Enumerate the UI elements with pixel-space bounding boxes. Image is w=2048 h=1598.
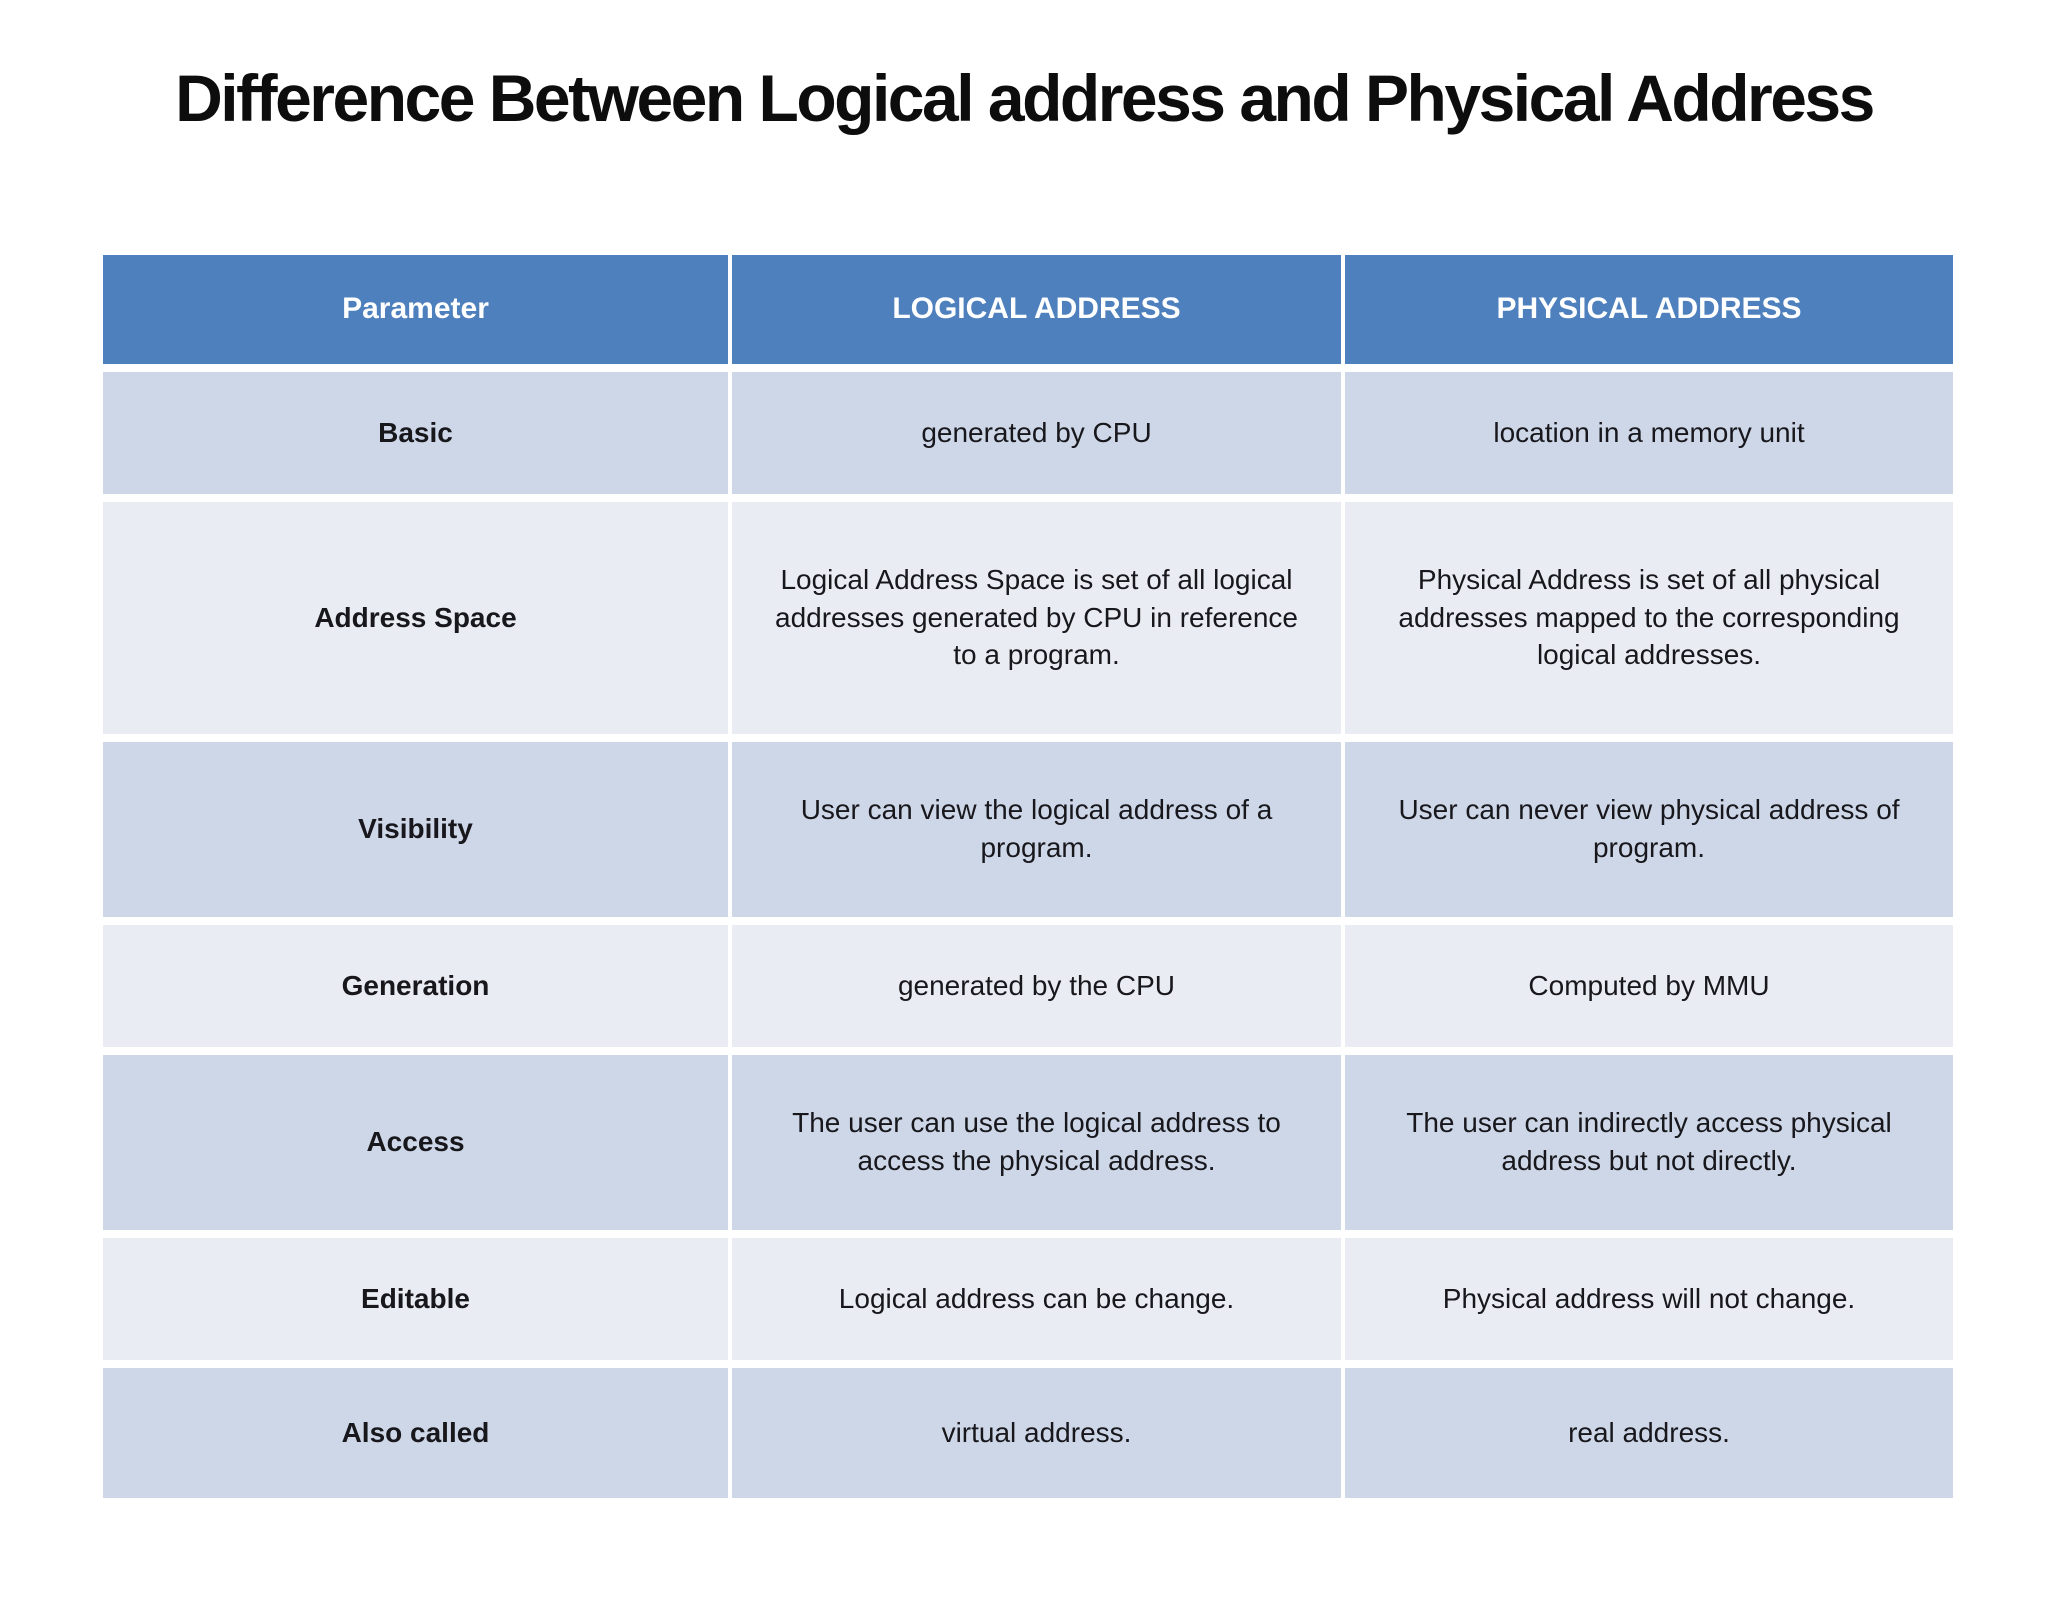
cell-param: Editable xyxy=(103,1237,728,1360)
cell-param: Basic xyxy=(103,371,728,494)
header-cell-physical-address: PHYSICAL ADDRESS xyxy=(1345,254,1953,364)
header-cell-parameter: Parameter xyxy=(103,254,728,364)
cell-param: Also called xyxy=(103,1367,728,1498)
cell-physical: real address. xyxy=(1345,1367,1953,1498)
cell-physical: User can never view physical address of … xyxy=(1345,741,1953,917)
cell-param: Generation xyxy=(103,924,728,1047)
cell-logical: User can view the logical address of a p… xyxy=(732,741,1341,917)
cell-physical: Computed by MMU xyxy=(1345,924,1953,1047)
table-header: Parameter LOGICAL ADDRESS PHYSICAL ADDRE… xyxy=(103,254,1953,364)
cell-param: Address Space xyxy=(103,501,728,734)
cell-logical: The user can use the logical address to … xyxy=(732,1054,1341,1230)
comparison-table: Parameter LOGICAL ADDRESS PHYSICAL ADDRE… xyxy=(99,247,1957,1506)
header-cell-logical-address: LOGICAL ADDRESS xyxy=(732,254,1341,364)
cell-physical: The user can indirectly access physical … xyxy=(1345,1054,1953,1230)
header-row: Parameter LOGICAL ADDRESS PHYSICAL ADDRE… xyxy=(103,254,1953,364)
cell-logical: virtual address. xyxy=(732,1367,1341,1498)
cell-logical: Logical Address Space is set of all logi… xyxy=(732,501,1341,734)
cell-logical: generated by the CPU xyxy=(732,924,1341,1047)
cell-logical: generated by CPU xyxy=(732,371,1341,494)
page-title: Difference Between Logical address and P… xyxy=(175,61,1875,135)
cell-physical: Physical address will not change. xyxy=(1345,1237,1953,1360)
cell-param: Access xyxy=(103,1054,728,1230)
cell-logical: Logical address can be change. xyxy=(732,1237,1341,1360)
cell-param: Visibility xyxy=(103,741,728,917)
cell-physical: Physical Address is set of all physical … xyxy=(1345,501,1953,734)
cell-physical: location in a memory unit xyxy=(1345,371,1953,494)
